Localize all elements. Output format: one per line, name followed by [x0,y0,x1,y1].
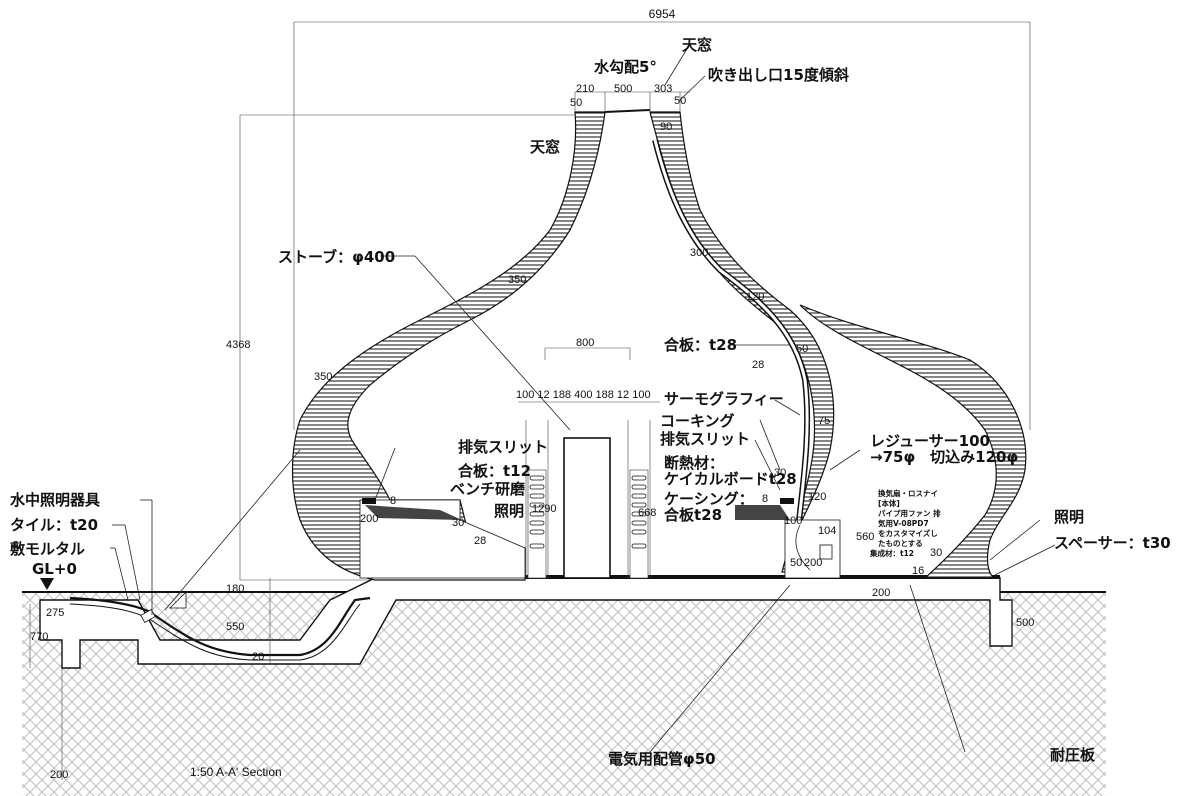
dim-30c: 30 [930,547,942,559]
gl-marker [40,578,54,590]
dim-200d: 200 [872,587,890,599]
exhaust-slit-right-label: 排気スリット [660,430,750,448]
dim-500b: 500 [1016,617,1034,629]
casing-plywood-label: 合板t28 [663,506,722,524]
skylight-label-left: 天窓 [530,138,560,156]
dim-210: 210 [576,83,594,95]
stove-column [525,420,651,579]
section-title: 1:50 A-A' Section [190,765,282,779]
lighting-left-label: 照明 [494,502,524,520]
tile-label: タイル：t20 [10,516,98,534]
dim-8a: 8 [390,495,396,507]
dim-770: 770 [30,631,48,643]
dim-180: 180 [226,583,244,595]
spacer-label: スペーサー：t30 [1054,534,1171,552]
pressure-plate-label: 耐圧板 [1050,746,1096,764]
dim-1290: 1290 [532,503,556,515]
pool-basin [69,591,371,661]
dim-50a: 50 [570,97,582,109]
top-width-dim: 6954 [649,7,676,21]
fan-note-3: パイプ用ファン 排 [878,508,941,518]
dimension-lines [29,21,1031,780]
outlet-label: 吹き出し口15度傾斜 [708,66,849,84]
dim-50c: 50 [796,343,808,355]
dim-50d: 50 [790,557,802,569]
exhaust-slit-left-label: 排気スリット [458,438,548,456]
lighting-right-label: 照明 [1054,508,1084,526]
dim-75: 75 [818,415,830,427]
conduit-label: 電気用配管φ50 [608,750,716,768]
dim-550: 550 [226,621,244,633]
reducer-label-1: レジューサー100 [870,432,990,450]
dim-200b: 200 [804,557,822,569]
dim-668: 668 [638,507,656,519]
caulking-label: コーキング [660,412,735,430]
dim-16: 16 [912,565,924,577]
benches [359,498,794,579]
dim-500: 500 [614,83,632,95]
plywood-t12-label: 合板：t12 [457,462,531,480]
exhaust-slits-left [529,475,545,549]
stove-label: ストーブ：φ400 [278,248,395,266]
dim-350a: 350 [508,274,526,286]
labels: 6954 天窓 水勾配5° 吹き出し口15度傾斜 天窓 ストーブ：φ400 合板… [10,7,1171,779]
dim-90: 90 [660,121,672,133]
dim-120: 120 [746,291,764,303]
fan-note-2: [本体] [878,498,900,508]
water-slope-label: 水勾配5° [594,58,657,76]
laminated-label: 集成材：t12 [869,548,914,558]
fan-note-4: 気用V-08PD7 [878,518,929,528]
dim-200a: 200 [360,513,378,525]
dim-28a: 28 [752,359,764,371]
skylight-label-top: 天窓 [682,36,712,54]
dim-800: 800 [576,337,594,349]
dim-8b: 8 [762,493,768,505]
dim-560: 560 [856,531,874,543]
bench-polish-label: ベンチ研磨 [450,480,526,498]
casing-label: ケーシング： [664,490,754,508]
dim-200c: 200 [50,769,68,781]
fan-note-6: たものとする [878,538,923,548]
dim-4368: 4368 [226,339,250,351]
dim-30b: 30 [452,517,464,529]
calcium-board-label: ケイカルボードt28 [664,470,797,488]
dimension-numbers: 210 500 303 50 50 90 4368 350 350 300 12… [30,83,1034,781]
drain-fitting [169,591,187,609]
dim-303: 303 [654,83,672,95]
mortar-label: 敷モルタル [10,540,85,558]
dim-100: 100 [784,515,802,527]
dim-275: 275 [46,607,64,619]
insulation-label: 断熱材： [664,454,724,472]
fan-duct [784,519,841,579]
dim-20: 20 [252,651,264,663]
exhaust-slits-right [631,475,647,549]
dim-row-widths: 100 12 188 400 188 12 100 [516,389,651,401]
underwater-light-fixture [140,608,156,624]
gl-label: GL+0 [32,560,77,578]
dim-28b: 28 [474,535,486,547]
dim-50b: 50 [674,95,686,107]
plywood-t28-label: 合板：t28 [663,336,737,354]
ground-section [22,591,1106,796]
dim-120b: 120 [808,491,826,503]
dim-104: 104 [818,525,836,537]
thermography-label: サーモグラフィー [664,390,784,408]
dim-350b: 350 [314,371,332,383]
dim-300: 300 [690,247,708,259]
underwater-light-label: 水中照明器具 [10,491,100,509]
reducer-label-2: →75φ 切込み120φ [870,448,1018,466]
dim-30a: 30 [774,467,786,479]
leader-lines [110,43,1056,753]
fan-note-5: をカスタマイズし [878,528,938,538]
fan-note-1: 換気扇・ロスナイ [878,488,938,498]
